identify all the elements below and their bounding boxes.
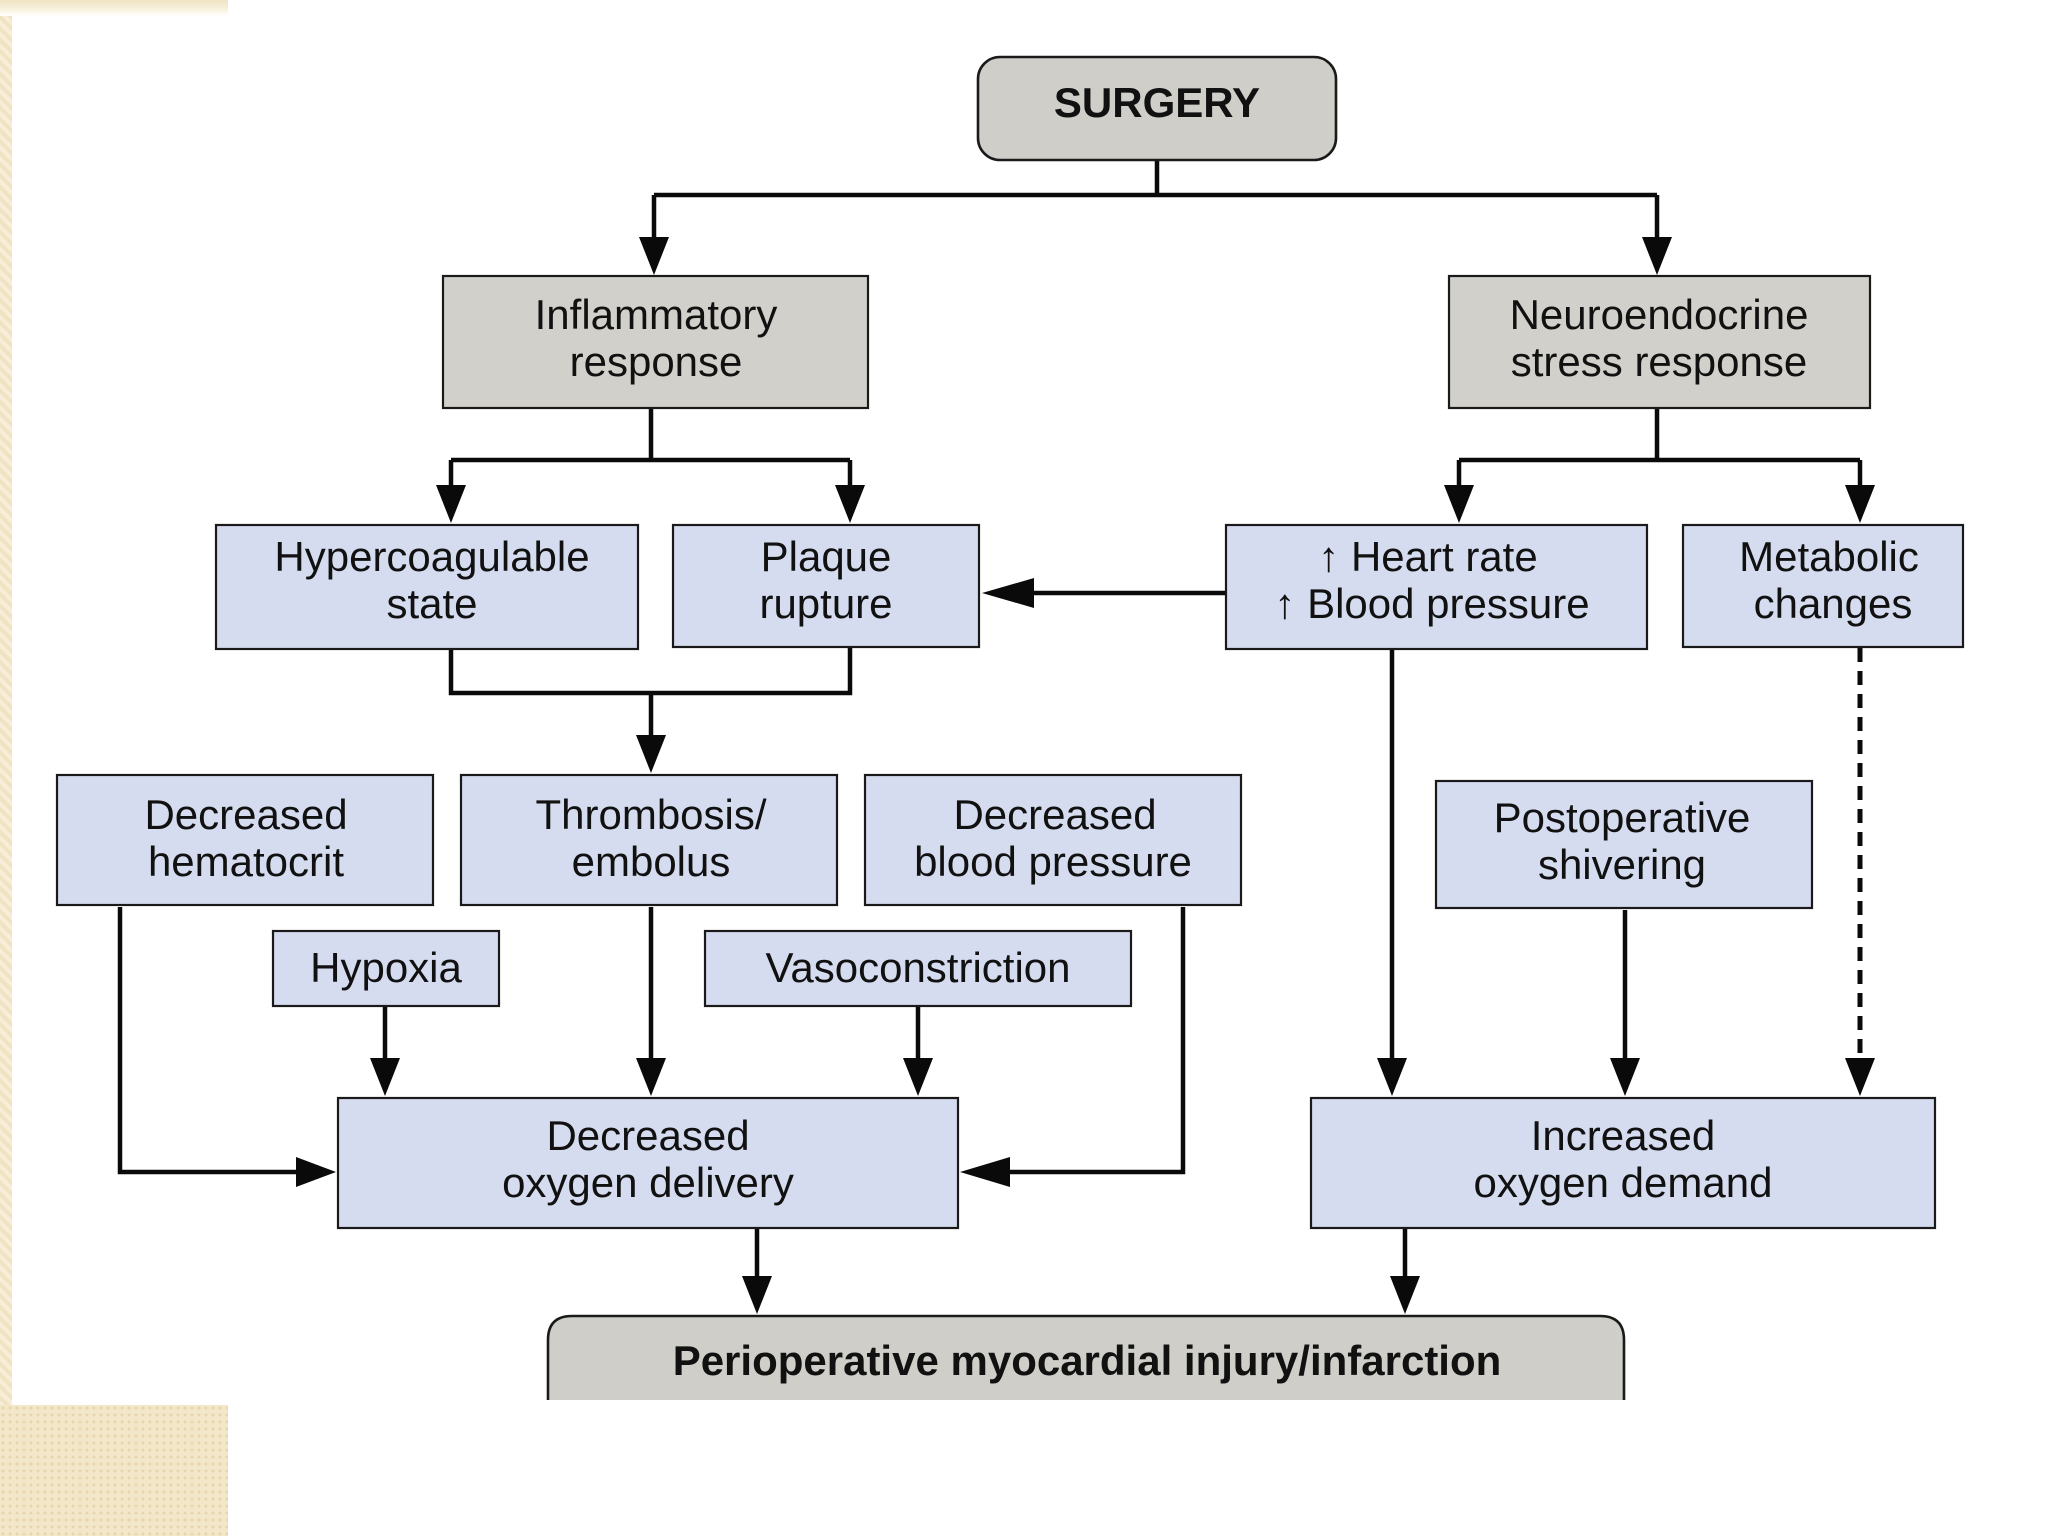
node-hypoxia-label: Hypoxia bbox=[310, 944, 462, 991]
connector-neuroendocrine-branches bbox=[1456, 408, 1863, 503]
node-decreasedbp-line1: Decreased bbox=[953, 791, 1156, 838]
node-plaque-line2: rupture bbox=[759, 580, 892, 627]
arrowhead-heartrate-down bbox=[1377, 1058, 1407, 1096]
node-metabolic-changes: Metabolic changes bbox=[1681, 523, 1965, 649]
node-hypercoagulable-line2: state bbox=[386, 580, 477, 627]
connectors bbox=[117, 160, 1863, 1278]
arrowhead-shivering bbox=[1610, 1058, 1640, 1096]
node-heart-rate-blood-pressure: ↑ Heart rate ↑ Blood pressure bbox=[1224, 523, 1649, 651]
node-surgery: SURGERY bbox=[976, 55, 1338, 162]
node-thrombosis-line2: embolus bbox=[572, 838, 731, 885]
arrowhead-hypercoagulable bbox=[436, 485, 466, 523]
node-vasoconstriction: Vasoconstriction bbox=[703, 929, 1133, 1008]
node-neuroendocrine-stress-response: Neuroendocrine stress response bbox=[1447, 274, 1872, 410]
arrowhead-inflammatory bbox=[639, 237, 669, 275]
arrowhead-metabolic bbox=[1845, 485, 1875, 523]
node-plaque-line1: Plaque bbox=[761, 533, 892, 580]
node-increased-oxygen-demand: Increased oxygen demand bbox=[1309, 1096, 1937, 1230]
arrowhead-thrombosis-down bbox=[636, 1058, 666, 1096]
arrowhead-heartrate bbox=[1444, 485, 1474, 523]
node-decreased-hematocrit: Decreased hematocrit bbox=[55, 773, 435, 907]
node-neuroendocrine-line1: Neuroendocrine bbox=[1510, 291, 1809, 338]
node-demand-line2: oxygen demand bbox=[1474, 1159, 1773, 1206]
node-heartrate-line1: ↑ Heart rate bbox=[1318, 533, 1537, 580]
node-delivery-line1: Decreased bbox=[546, 1112, 749, 1159]
node-demand-line1: Increased bbox=[1531, 1112, 1715, 1159]
arrowhead-metabolic-down bbox=[1845, 1058, 1875, 1096]
connector-surgery-branches bbox=[651, 160, 1660, 255]
node-inflammatory-line2: response bbox=[570, 338, 743, 385]
node-decreased-oxygen-delivery: Decreased oxygen delivery bbox=[336, 1096, 960, 1230]
node-perioperative-myocardial-injury: Perioperative myocardial injury/infarcti… bbox=[546, 1314, 1626, 1400]
node-outcome-label: Perioperative myocardial injury/infarcti… bbox=[673, 1337, 1502, 1384]
arrowhead-plaque bbox=[835, 485, 865, 523]
arrowhead-delivery bbox=[742, 1276, 772, 1314]
node-hematocrit-line2: hematocrit bbox=[148, 838, 344, 885]
arrowhead-hematocrit bbox=[296, 1157, 336, 1187]
node-shivering-line2: shivering bbox=[1538, 841, 1706, 888]
node-hematocrit-line1: Decreased bbox=[144, 791, 347, 838]
arrowhead-thrombosis bbox=[636, 735, 666, 773]
arrowhead-hypoxia bbox=[370, 1058, 400, 1096]
slide-bottom-corner-decoration bbox=[0, 1405, 228, 1536]
arrowhead-vasoconstriction bbox=[903, 1058, 933, 1096]
slide-top-corner-decoration bbox=[0, 0, 228, 16]
arrowhead-demand bbox=[1390, 1276, 1420, 1314]
arrowheads bbox=[296, 237, 1875, 1314]
connector-decreasedbp-to-delivery bbox=[987, 907, 1186, 1175]
node-surgery-label: SURGERY bbox=[1054, 79, 1260, 126]
node-decreased-blood-pressure: Decreased blood pressure bbox=[863, 773, 1243, 907]
node-neuroendocrine-line2: stress response bbox=[1511, 338, 1807, 385]
connector-hematocrit-to-delivery bbox=[117, 907, 318, 1175]
node-heartrate-line2: ↑ Blood pressure bbox=[1274, 580, 1589, 627]
connector-inflammatory-branches bbox=[448, 408, 853, 503]
arrowhead-decreasedbp bbox=[960, 1157, 1010, 1187]
node-hypercoagulable-line1: Hypercoagulable bbox=[274, 533, 589, 580]
node-thrombosis-line1: Thrombosis/ bbox=[535, 791, 766, 838]
node-decreasedbp-line2: blood pressure bbox=[914, 838, 1192, 885]
node-thrombosis-embolus: Thrombosis/ embolus bbox=[459, 773, 839, 907]
node-delivery-line2: oxygen delivery bbox=[502, 1159, 794, 1206]
node-metabolic-line2: changes bbox=[1754, 580, 1913, 627]
node-inflammatory-response: Inflammatory response bbox=[441, 274, 870, 410]
node-shivering-line1: Postoperative bbox=[1494, 794, 1751, 841]
node-hypoxia: Hypoxia bbox=[271, 929, 501, 1008]
node-metabolic-line1: Metabolic bbox=[1739, 533, 1919, 580]
node-postoperative-shivering: Postoperative shivering bbox=[1434, 779, 1814, 910]
arrowhead-neuroendocrine bbox=[1642, 237, 1672, 275]
node-plaque-rupture: Plaque rupture bbox=[671, 523, 981, 649]
arrowhead-plaque-left bbox=[982, 578, 1034, 608]
node-vasoconstriction-label: Vasoconstriction bbox=[765, 944, 1070, 991]
slide-left-border-decoration bbox=[0, 0, 12, 1536]
node-inflammatory-line1: Inflammatory bbox=[535, 291, 778, 338]
node-hypercoagulable-state: Hypercoagulable state bbox=[214, 523, 640, 651]
